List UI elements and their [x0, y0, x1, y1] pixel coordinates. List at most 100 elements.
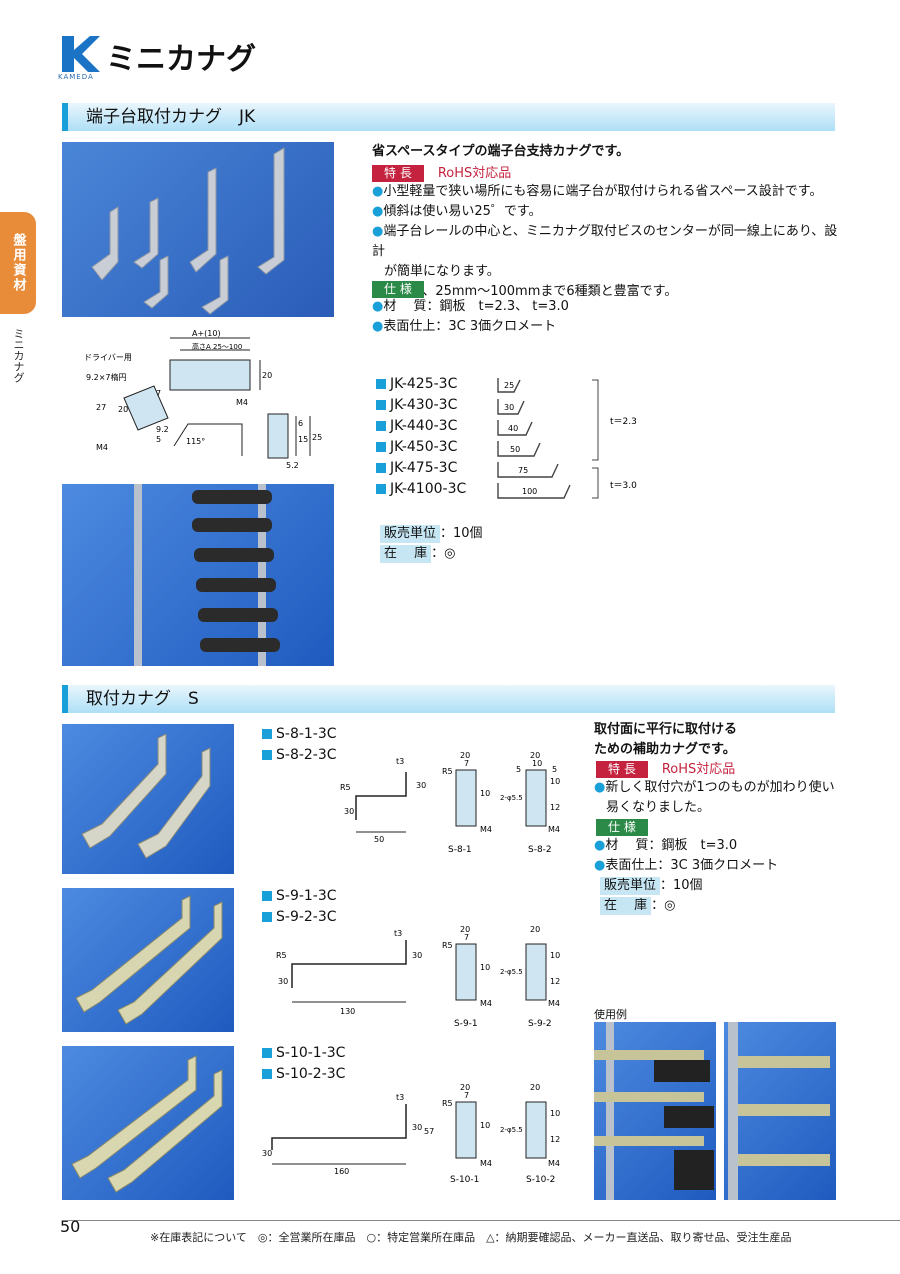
svg-text:7: 7 [464, 1091, 469, 1100]
dim-7: 7 [156, 389, 161, 398]
dim-height: 高さA 25～100 [192, 342, 242, 351]
svg-text:R5: R5 [442, 941, 453, 950]
section-title-jk: 端子台取付カナグ JK [62, 103, 835, 131]
jk-sales-unit: 販売単位：10個 [380, 524, 483, 544]
model-item[interactable]: JK-4100-3C [376, 479, 466, 500]
svg-text:2-φ5.5: 2-φ5.5 [500, 1126, 523, 1134]
model-item[interactable]: S-10-1-3C [262, 1043, 345, 1064]
svg-text:t3: t3 [396, 1093, 404, 1102]
model-item[interactable]: JK-440-3C [376, 416, 466, 437]
s9-drawing: t3 30 R5 30 130 20 7 R5 10 M4 20 2-φ5.5 … [276, 925, 560, 1029]
model-item[interactable]: S-8-2-3C [262, 745, 337, 766]
svg-text:30: 30 [416, 781, 426, 790]
thickness-23: t＝2.3 [610, 417, 637, 427]
height-label: 25 [504, 381, 514, 390]
s8-model-list: S-8-1-3C S-8-2-3C [262, 724, 337, 766]
jk-features: ●小型軽量で狭い場所にも容易に端子台が取付けられる省スペース設計です。 ●傾斜は… [372, 182, 842, 302]
svg-text:M4: M4 [548, 999, 560, 1008]
model-item[interactable]: JK-450-3C [376, 437, 466, 458]
s9-photo [62, 888, 234, 1032]
dim-92: 9.2 [156, 425, 169, 434]
category-tab[interactable]: 盤用資材 [0, 212, 36, 314]
jk-drawing: A+(10) 高さA 25～100 ドライバー用 9.2×7楕円 20 20 2… [84, 329, 322, 470]
model-item[interactable]: S-9-1-3C [262, 886, 337, 907]
model-item[interactable]: JK-425-3C [376, 374, 466, 395]
svg-text:S-10-1: S-10-1 [450, 1175, 479, 1185]
svg-text:R5: R5 [340, 783, 351, 792]
svg-text:12: 12 [550, 977, 560, 986]
model-item[interactable]: JK-430-3C [376, 395, 466, 416]
label-driver: ドライバー用 [84, 353, 132, 362]
height-label: 100 [522, 487, 537, 496]
svg-text:10: 10 [480, 1121, 490, 1130]
svg-text:M4: M4 [480, 999, 492, 1008]
jk-model-list: JK-425-3C JK-430-3C JK-440-3C JK-450-3C … [376, 374, 466, 500]
svg-text:R5: R5 [442, 767, 453, 776]
usage-label: 使用例 [594, 1008, 627, 1021]
feature-item: ●新しく取付穴が1つのものが加わり使い [594, 780, 835, 795]
jk-stock: 在 庫：◎ [380, 544, 455, 564]
category-label: ミニカナグ [12, 328, 25, 383]
svg-text:5: 5 [516, 765, 521, 774]
length-label: 160 [334, 1167, 349, 1176]
logo-text: KAMEDA [58, 73, 94, 81]
label-m4: M4 [96, 443, 108, 452]
svg-text:2-φ5.5: 2-φ5.5 [500, 794, 523, 802]
spec-item: ●表面仕上：3C 3価クロメート [372, 319, 557, 334]
section-title-s: 取付カナグ S [62, 685, 835, 713]
dim-20b: 20 [118, 405, 128, 414]
svg-text:t3: t3 [396, 757, 404, 766]
dim-6: 6 [298, 419, 303, 428]
s-stock: 在 庫：◎ [600, 896, 675, 916]
svg-text:S-8-2: S-8-2 [528, 845, 552, 855]
svg-text:S-8-1: S-8-1 [448, 845, 472, 855]
svg-text:20: 20 [460, 925, 470, 934]
model-item[interactable]: JK-475-3C [376, 458, 466, 479]
model-item[interactable]: S-9-2-3C [262, 907, 337, 928]
model-item[interactable]: S-8-1-3C [262, 724, 337, 745]
jk-spec-row: 仕 様 [372, 280, 438, 300]
page-title: ミニカナグ [106, 42, 256, 77]
thickness-30: t＝3.0 [610, 481, 637, 491]
svg-text:10: 10 [550, 1109, 560, 1118]
svg-text:20: 20 [530, 1083, 540, 1092]
s10-drawing: t3 30 57 30 160 20 7 R5 10 M4 20 2-φ5.5 … [262, 1083, 560, 1185]
jk-model-profiles: 25 30 40 50 75 100 [497, 378, 571, 499]
dim-27: 27 [96, 403, 106, 412]
svg-text:S-9-2: S-9-2 [528, 1019, 552, 1029]
svg-text:2-φ5.5: 2-φ5.5 [500, 968, 523, 976]
svg-text:7: 7 [464, 933, 469, 942]
jk-intro: 省スペースタイプの端子台支持カナグです。 [372, 144, 630, 159]
svg-text:5: 5 [552, 765, 557, 774]
svg-text:20: 20 [530, 925, 540, 934]
usage-photo-1 [594, 1022, 716, 1200]
svg-text:R5: R5 [276, 951, 287, 960]
bracket-image [91, 147, 285, 315]
dim-5: 5 [156, 435, 161, 444]
svg-text:12: 12 [550, 803, 560, 812]
s-sales-unit: 販売単位：10個 [600, 876, 703, 896]
s8-drawing: t3 30 R5 30 50 20 7 R5 10 M4 20 10 5 5 1… [340, 751, 560, 855]
svg-text:30: 30 [412, 1123, 422, 1132]
svg-text:20: 20 [530, 751, 540, 760]
s10-model-list: S-10-1-3C S-10-2-3C [262, 1043, 345, 1085]
s-spec-row: 仕 様 [596, 818, 662, 838]
svg-text:30: 30 [278, 977, 288, 986]
dim-25: 25 [312, 433, 322, 442]
svg-text:7: 7 [464, 759, 469, 768]
svg-text:10: 10 [480, 963, 490, 972]
rohs-label: RoHS対応品 [437, 166, 512, 181]
usage-photo-2 [724, 1022, 836, 1200]
svg-text:20: 20 [460, 1083, 470, 1092]
dim-a10: A+(10) [192, 329, 221, 338]
s-intro-2: ための補助カナグです。 [594, 742, 736, 757]
svg-text:10: 10 [550, 777, 560, 786]
model-item[interactable]: S-10-2-3C [262, 1064, 345, 1085]
footer-rule [68, 1220, 900, 1221]
svg-text:M4: M4 [548, 1159, 560, 1168]
dim-52: 5.2 [286, 461, 299, 470]
length-label: 50 [374, 835, 384, 844]
spec-item: ●材 質：鋼板 t=2.3、 t=3.0 [372, 299, 569, 314]
